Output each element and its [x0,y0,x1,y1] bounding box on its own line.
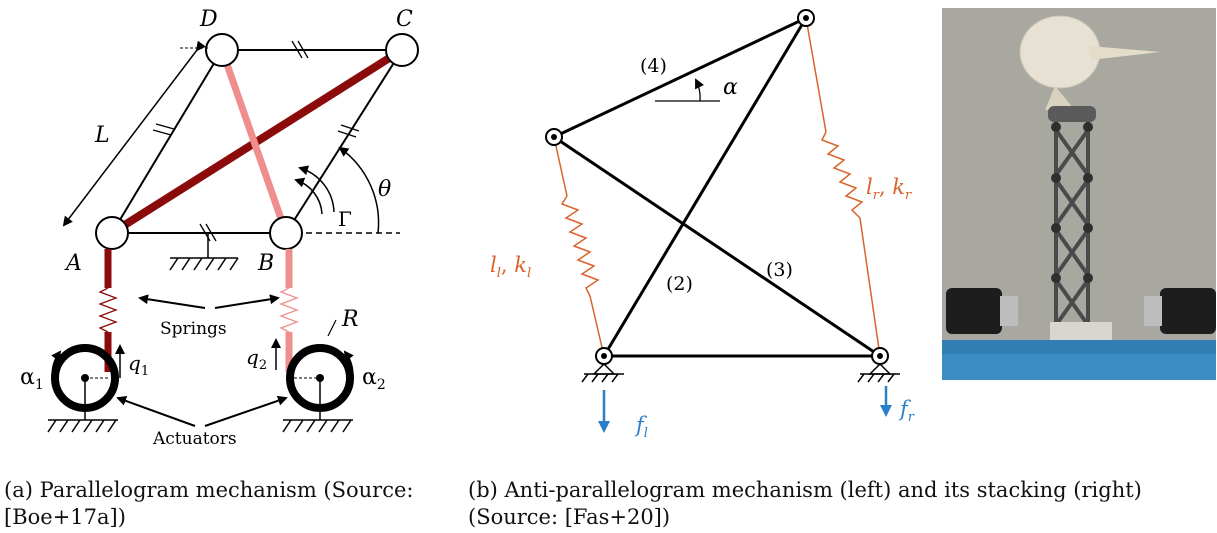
label-d: D [199,7,218,32]
link-2 [602,17,808,357]
right-wheel-ground [282,378,353,433]
springs-arrow-right [214,294,280,309]
radius-leader [327,319,337,337]
springs-arrow-left [138,294,206,309]
ground-right-b [857,362,900,383]
label-force-left: fl [634,413,648,441]
parallelogram-diagram: D C A B L θ Γ R Springs Actuators α1 α2 … [20,7,419,449]
label-alpha2: α2 [362,365,386,393]
joint-a [95,216,129,250]
label-q2: q2 [246,345,267,373]
torque-arrow-1 [294,177,323,215]
left-spring-b [553,136,605,357]
label-a: A [64,251,82,276]
link-4 [553,16,807,139]
actuators-arrow-right [204,395,288,427]
link-bc [285,49,403,234]
alpha-arc [695,78,705,102]
label-left-spring: ll, kl [490,253,531,281]
label-q1: q1 [128,351,149,379]
stacking-photo [942,8,1216,380]
label-length: L [94,123,110,148]
theta-arc [338,146,380,234]
joint-c [385,33,419,67]
label-actuators: Actuators [152,429,237,449]
right-spring-b [805,17,881,357]
joint-b [269,216,303,250]
right-spring [279,287,299,333]
ground-symbol [169,233,239,271]
label-springs: Springs [160,319,227,339]
label-link2: (2) [666,273,693,295]
length-dimension [62,40,206,227]
torque-arrow-2 [298,165,335,213]
caption-b: (b) Anti-parallelogram mechanism (left) … [468,478,1142,529]
joints-b [545,9,889,365]
label-alpha-b: α [723,75,738,100]
left-wheel-ground [47,378,118,433]
alpha1-arc [51,350,63,401]
label-force-right: fr [898,397,915,425]
left-spring [98,287,118,333]
label-gamma: Γ [338,207,352,231]
label-link3: (3) [766,259,793,281]
label-radius: R [341,307,359,332]
label-link4: (4) [640,55,667,77]
actuators-arrow-left [116,396,196,427]
label-c: C [396,7,413,32]
label-alpha1: α1 [20,365,44,393]
link-3 [553,135,881,358]
anti-parallelogram-diagram: (4) α (2) (3) ll, kl lr, kr fl fr [490,9,915,441]
ground-left-b [581,362,624,383]
alpha2-arc [342,350,354,401]
diagonal-bd [218,48,290,235]
link-ad [111,49,223,234]
label-b: B [257,251,274,276]
label-theta: θ [378,177,391,202]
caption-a: (a) Parallelogram mechanism (Source: [Bo… [4,478,414,529]
label-right-spring: lr, kr [866,175,912,203]
joint-d [205,33,239,67]
